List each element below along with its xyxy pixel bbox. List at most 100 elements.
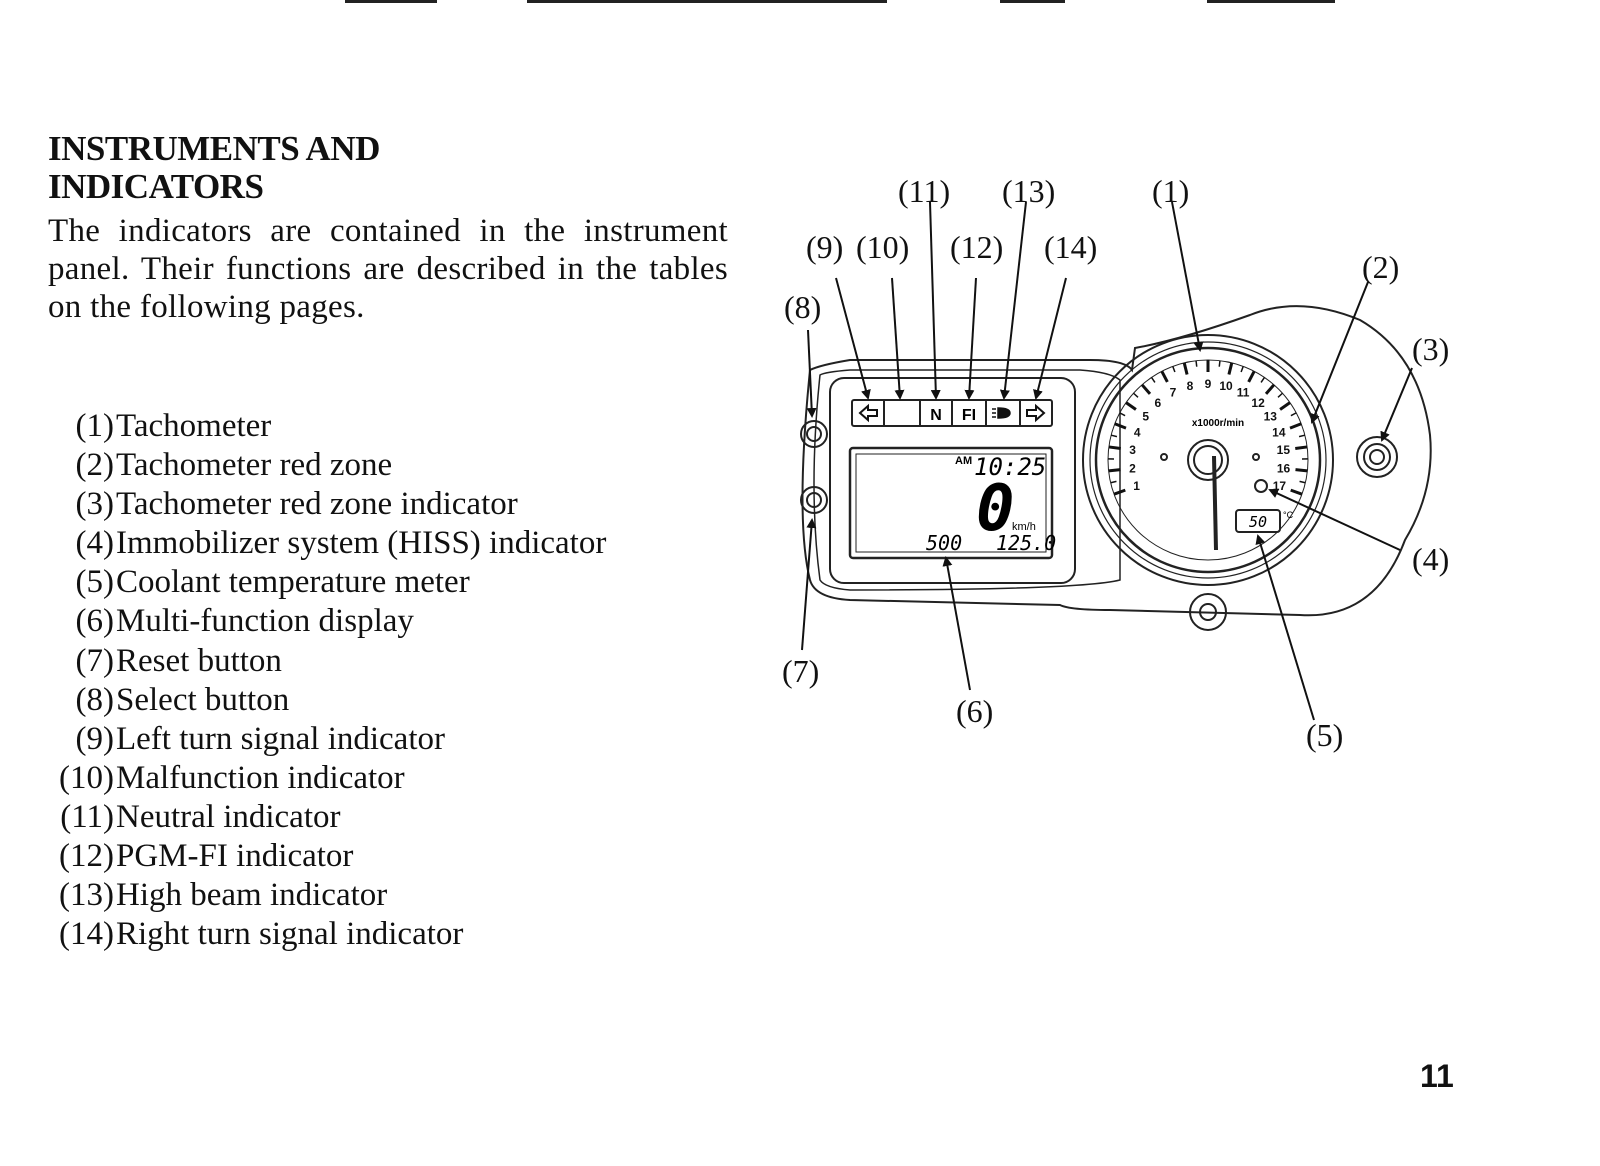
tach-minor-tick (1260, 377, 1266, 383)
legend-number: (3) (75, 486, 114, 523)
legend-label: Right turn signal indicator (116, 916, 464, 953)
tach-minor-tick (1119, 412, 1126, 417)
tach-minor-tick (1150, 377, 1156, 383)
legend-number: (4) (75, 525, 114, 562)
callout-10: (10) (856, 229, 910, 265)
instrument-panel-illustration: N FI AM 10:25 0 km/h 500 125.0 x1000r/mi… (800, 201, 1432, 721)
leader-10 (891, 277, 905, 400)
tach-minor-tick (1172, 366, 1176, 373)
leader-13 (999, 201, 1027, 400)
legend-number: (12) (59, 838, 114, 875)
legend-label: Immobilizer system (HISS) indicator (116, 525, 607, 562)
legend-label: Multi-function display (116, 603, 414, 640)
tach-tick (1182, 362, 1189, 375)
legend-item: (11)Neutral indicator (44, 798, 606, 837)
legend-label: Malfunction indicator (116, 759, 405, 796)
tach-tick (1247, 370, 1256, 383)
tach-tick-label: 4 (1134, 425, 1141, 439)
tach-minor-tick (1298, 434, 1306, 438)
clock-display: 10:25 (974, 453, 1046, 481)
tach-tick (1295, 445, 1308, 451)
pgm-fi-indicator: FI (962, 407, 976, 424)
tach-tick-label: 2 (1129, 461, 1136, 475)
legend-item: (12)PGM-FI indicator (44, 837, 606, 876)
legend-item: (13)High beam indicator (44, 876, 606, 915)
tach-minor-tick (1277, 392, 1283, 398)
leader-12 (964, 277, 977, 400)
legend-number: (1) (75, 408, 114, 444)
tach-tick (1108, 468, 1121, 473)
tach-tick (1113, 488, 1126, 496)
intro-paragraph: The indicators are contained in the inst… (48, 213, 728, 325)
tach-tick-label: 11 (1237, 386, 1250, 400)
tach-tick-label: 16 (1277, 461, 1291, 475)
legend-label: High beam indicator (116, 877, 388, 914)
legend-number: (10) (59, 759, 114, 796)
tach-tick-label: 6 (1155, 396, 1162, 410)
coolant-unit: °C (1283, 510, 1294, 520)
legend-label: Left turn signal indicator (116, 720, 445, 757)
tach-tick-label: 13 (1264, 409, 1278, 423)
leader-8 (806, 329, 817, 418)
callout-6: (6) (956, 693, 994, 729)
callout-2: (2) (1362, 249, 1400, 285)
tach-tick-label: 7 (1170, 386, 1177, 400)
tachometer (1082, 334, 1334, 586)
legend-number: (2) (75, 447, 114, 484)
leader-4 (1268, 488, 1401, 551)
legend-item: (8)Select button (44, 681, 606, 720)
leader-5 (1255, 534, 1315, 721)
reset-button (800, 486, 828, 514)
tach-tick (1108, 445, 1121, 451)
legend-number: (5) (75, 564, 114, 601)
legend-label: Tachometer red zone indicator (116, 486, 518, 523)
tach-minor-tick (1290, 412, 1297, 417)
tach-tick-label: 17 (1273, 479, 1287, 493)
legend-item: (2)Tachometer red zone (44, 446, 606, 485)
top-rule (345, 0, 437, 3)
tach-tick (1227, 362, 1234, 375)
tach-tick (1160, 370, 1169, 383)
tach-tick (1140, 383, 1152, 395)
tach-tick-label: 14 (1272, 425, 1286, 439)
tach-minor-tick (1299, 480, 1306, 484)
tach-minor-tick (1133, 392, 1139, 398)
leader-11 (929, 201, 941, 400)
tach-minor-tick (1218, 360, 1221, 367)
tachometer-needle (1212, 455, 1218, 551)
tach-minor-tick (1195, 360, 1198, 367)
callout-8: (8) (784, 289, 822, 325)
legend-item: (14)Right turn signal indicator (44, 915, 606, 954)
neutral-indicator: N (930, 407, 942, 424)
mount-boss (1189, 593, 1227, 631)
clock-am: AM (955, 455, 972, 467)
tach-tick (1125, 401, 1137, 411)
legend-item: (6)Multi-function display (44, 602, 606, 641)
top-rule (1207, 0, 1335, 3)
lcd-bezel (829, 377, 1076, 584)
legend-list: (1)Tachometer (2)Tachometer red zone (3)… (44, 407, 606, 954)
section-title: INSTRUMENTS AND INDICATORS (48, 130, 380, 206)
legend-label: Neutral indicator (116, 798, 341, 835)
tach-tick-label: 5 (1142, 409, 1149, 423)
legend-label: PGM-FI indicator (116, 838, 354, 875)
callout-3: (3) (1412, 331, 1450, 367)
tach-tick (1295, 468, 1308, 473)
tach-minor-tick (1110, 480, 1117, 484)
coolant-temperature-meter (1235, 509, 1281, 533)
callout-4: (4) (1412, 541, 1450, 577)
callout-11: (11) (898, 173, 951, 209)
tach-tick-label: 9 (1205, 377, 1212, 391)
legend-label: Select button (116, 681, 290, 718)
legend-number: (8) (75, 681, 114, 718)
callout-1: (1) (1152, 173, 1190, 209)
leader-1 (1171, 201, 1204, 352)
left-turn-arrow-icon (858, 403, 878, 423)
legend-item: (7)Reset button (44, 642, 606, 681)
legend-item: (1)Tachometer (44, 407, 606, 446)
callout-14: (14) (1044, 229, 1098, 265)
tach-tick (1114, 422, 1127, 430)
callout-12: (12) (950, 229, 1004, 265)
callout-5: (5) (1306, 717, 1344, 753)
callout-7: (7) (782, 653, 820, 689)
